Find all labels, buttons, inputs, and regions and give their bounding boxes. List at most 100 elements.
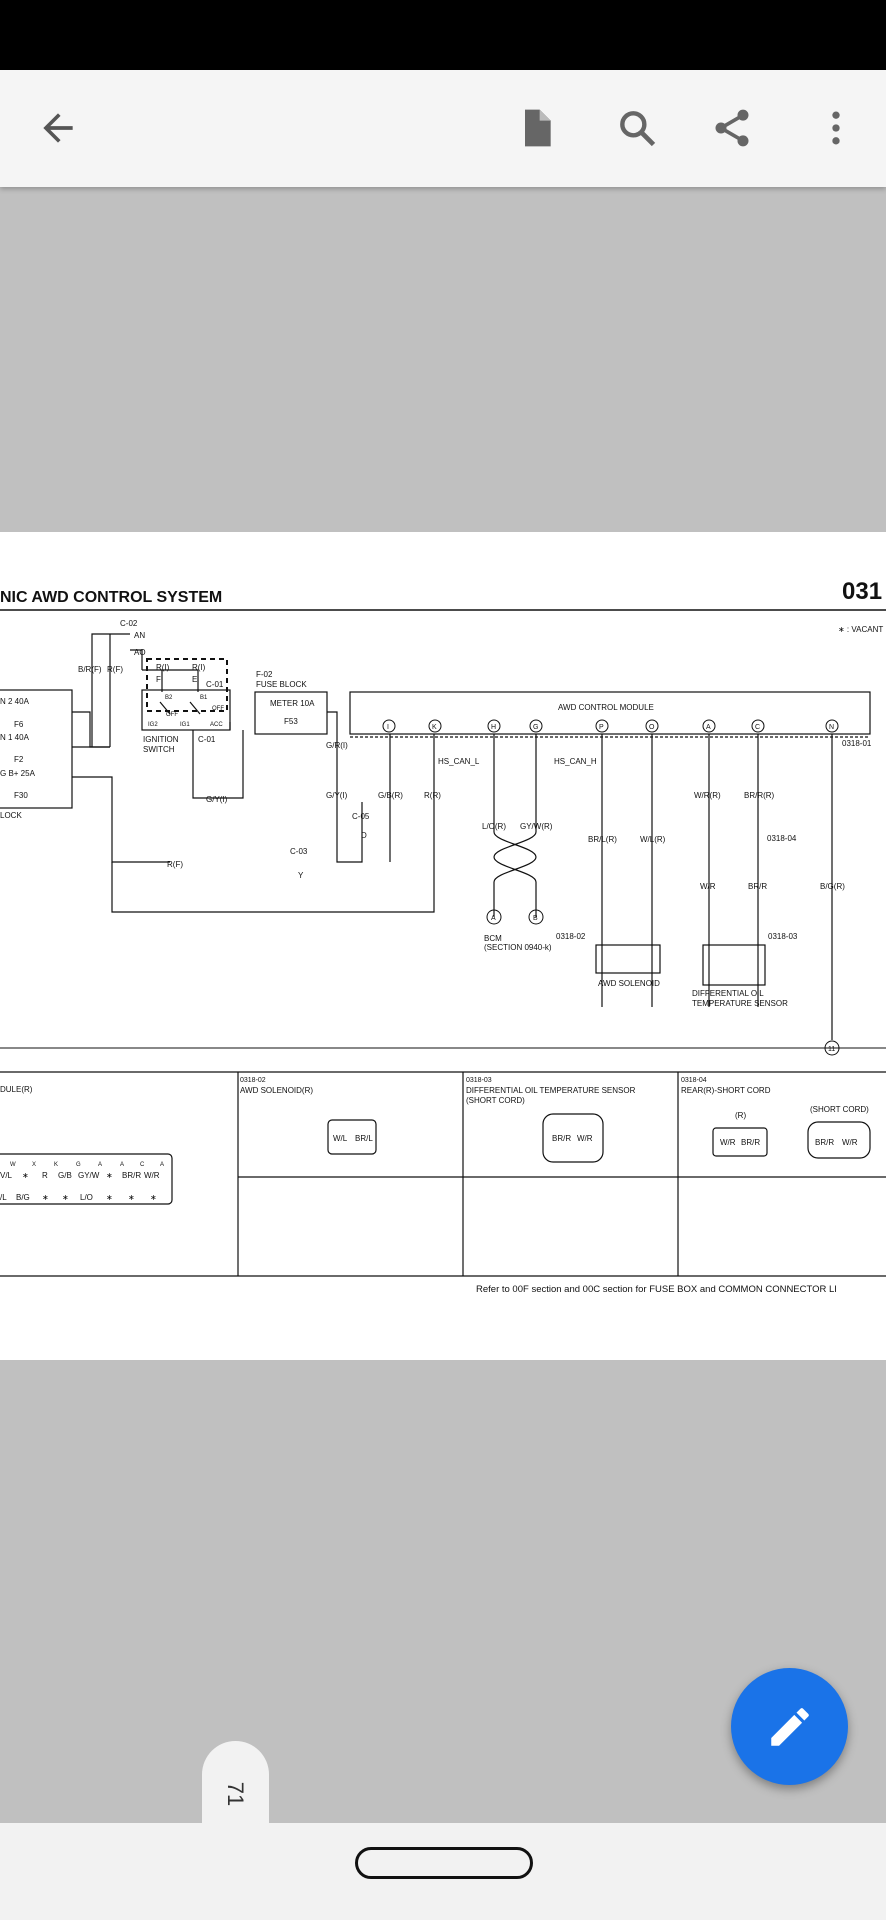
fuse-f53: F53 bbox=[284, 717, 298, 726]
ignition-switch-label-1: IGNITION bbox=[143, 735, 179, 744]
module-pin-p: P bbox=[599, 724, 604, 731]
ign-pos-b2: B2 bbox=[165, 695, 173, 701]
panel-1-title: DULE(R) bbox=[0, 1085, 33, 1094]
edit-fab-button[interactable] bbox=[731, 1668, 848, 1785]
module-pin-n: N bbox=[829, 724, 834, 731]
p1-r1-6: BR/R bbox=[122, 1171, 141, 1180]
bcm-pin-a: A bbox=[491, 915, 496, 922]
wire-lor: L/O(R) bbox=[482, 822, 506, 831]
wire-rr: R(R) bbox=[424, 791, 441, 800]
wire-brrr: BR/R(R) bbox=[744, 791, 775, 800]
p1-r2-6: ∗ bbox=[128, 1193, 135, 1202]
wire-brr: BR/R bbox=[748, 882, 767, 891]
p2-pin-wl: W/L bbox=[333, 1134, 348, 1143]
vacant-note: ∗ : VACANT bbox=[838, 625, 883, 634]
p4-short-label: (SHORT CORD) bbox=[810, 1105, 869, 1114]
app-toolbar bbox=[0, 70, 886, 187]
more-options-button[interactable] bbox=[806, 98, 866, 158]
p1-letter-3: G bbox=[76, 1162, 81, 1168]
p1-letter-2: K bbox=[54, 1162, 58, 1168]
panel-3-title-2: (SHORT CORD) bbox=[466, 1096, 525, 1105]
diff-sensor-label-2: TEMPERATURE SENSOR bbox=[692, 999, 788, 1008]
p1-letter-6: C bbox=[140, 1162, 145, 1168]
bcm-section: (SECTION 0940-k) bbox=[484, 943, 552, 952]
c02-pin-ao: AO bbox=[134, 648, 146, 657]
p1-r1-0: V/L bbox=[0, 1171, 13, 1180]
p1-r1-5: ∗ bbox=[106, 1171, 113, 1180]
connector-c05: C-05 bbox=[352, 812, 370, 821]
connector-c03-pin: Y bbox=[298, 871, 304, 880]
system-navigation-bar bbox=[0, 1823, 886, 1920]
p1-letter-1: X bbox=[32, 1162, 36, 1168]
fuse-id-2: F30 bbox=[14, 791, 28, 800]
more-vert-icon bbox=[832, 111, 840, 145]
wiring-diagram: NIC AWD CONTROL SYSTEM 031 ∗ : VACANT N … bbox=[0, 578, 886, 1295]
awd-control-module: AWD CONTROL MODULE bbox=[558, 703, 654, 712]
ignition-switch-label-2: SWITCH bbox=[143, 745, 175, 754]
home-gesture-pill[interactable] bbox=[355, 1847, 533, 1879]
file-info-button[interactable] bbox=[506, 98, 566, 158]
ign-pos-ig2: IG2 bbox=[148, 722, 158, 728]
p1-r2-5: ∗ bbox=[106, 1193, 113, 1202]
wire-can-l: HS_CAN_L bbox=[438, 757, 480, 766]
p1-r1-4: GY/W bbox=[78, 1171, 100, 1180]
p1-r1-1: ∗ bbox=[22, 1171, 29, 1180]
wire-gr-i: G/R(I) bbox=[326, 741, 348, 750]
p1-r2-1: B/G bbox=[16, 1193, 30, 1202]
panel-2-tag: 0318-02 bbox=[240, 1077, 266, 1084]
module-pin-i: I bbox=[387, 724, 389, 731]
p1-r1-7: W/R bbox=[144, 1171, 160, 1180]
wire-bgr: B/G(R) bbox=[820, 882, 845, 891]
p1-letter-4: A bbox=[98, 1162, 102, 1168]
c02-pin-an: AN bbox=[134, 631, 145, 640]
ign-pos-acc: ACC bbox=[210, 722, 223, 728]
wire-wrr: W/R(R) bbox=[694, 791, 721, 800]
wire-gy-i2: G/Y(I) bbox=[206, 795, 228, 804]
wire-brlr: BR/L(R) bbox=[588, 835, 617, 844]
footer-note: Refer to 00F section and 00C section for… bbox=[476, 1284, 837, 1295]
panel-1-row1: V/L ∗ R G/B GY/W ∗ BR/R W/R bbox=[0, 1171, 160, 1180]
p1-letter-5: A bbox=[120, 1162, 124, 1168]
panel-4-title: REAR(R)-SHORT CORD bbox=[681, 1086, 771, 1095]
share-icon bbox=[715, 109, 749, 147]
p4a-pin-1: BR/R bbox=[741, 1138, 760, 1147]
diff-sensor-label-1: DIFFERENTIAL OIL bbox=[692, 989, 764, 998]
p3-pin-wr: W/R bbox=[577, 1134, 593, 1143]
page-number: 71 bbox=[223, 1781, 249, 1806]
share-button[interactable] bbox=[702, 98, 762, 158]
wire-gywr: GY/W(R) bbox=[520, 822, 553, 831]
module-pin-k: K bbox=[432, 724, 437, 731]
fuse-id-0: F6 bbox=[14, 720, 24, 729]
p1-r1-3: G/B bbox=[58, 1171, 72, 1180]
wire-wlr: W/L(R) bbox=[640, 835, 666, 844]
ign-pos-ig1: IG1 bbox=[180, 722, 190, 728]
wire-wr: W/R bbox=[700, 882, 716, 891]
bcm-pin-b: B bbox=[533, 915, 538, 922]
back-button[interactable] bbox=[28, 98, 88, 158]
module-pin-g: G bbox=[533, 724, 538, 731]
module-pin-c: C bbox=[755, 724, 760, 731]
p3-pin-brr: BR/R bbox=[552, 1134, 571, 1143]
connector-0318-01: 0318-01 bbox=[842, 739, 872, 748]
bcm-label: BCM bbox=[484, 934, 502, 943]
p1-r2-2: ∗ bbox=[42, 1193, 49, 1202]
p1-r2-0: /L bbox=[0, 1193, 7, 1202]
search-button[interactable] bbox=[607, 98, 667, 158]
fuse-label-1: N 1 40A bbox=[0, 733, 30, 742]
wire-gbr: G/B(R) bbox=[378, 791, 403, 800]
p2-pin-brl: BR/L bbox=[355, 1134, 373, 1143]
connector-c05-pin: D bbox=[361, 831, 367, 840]
fuse-block-f02-label: FUSE BLOCK bbox=[256, 680, 307, 689]
wire-ri-2: R(I) bbox=[192, 663, 206, 672]
panel-3-title-1: DIFFERENTIAL OIL TEMPERATURE SENSOR bbox=[466, 1086, 636, 1095]
wire-gy-i: G/Y(I) bbox=[326, 791, 348, 800]
pdf-page[interactable]: NIC AWD CONTROL SYSTEM 031 ∗ : VACANT N … bbox=[0, 532, 886, 1360]
ign-pos-off1: OFF bbox=[166, 712, 178, 718]
ign-pin-e: E bbox=[192, 675, 197, 684]
module-pin-a: A bbox=[706, 724, 711, 731]
c01-label-top: C-01 bbox=[206, 680, 224, 689]
p4-r-label: (R) bbox=[735, 1111, 746, 1120]
arrow-back-icon bbox=[43, 113, 73, 143]
panel-3-tag: 0318-03 bbox=[466, 1077, 492, 1084]
p4b-pin-0: BR/R bbox=[815, 1138, 834, 1147]
